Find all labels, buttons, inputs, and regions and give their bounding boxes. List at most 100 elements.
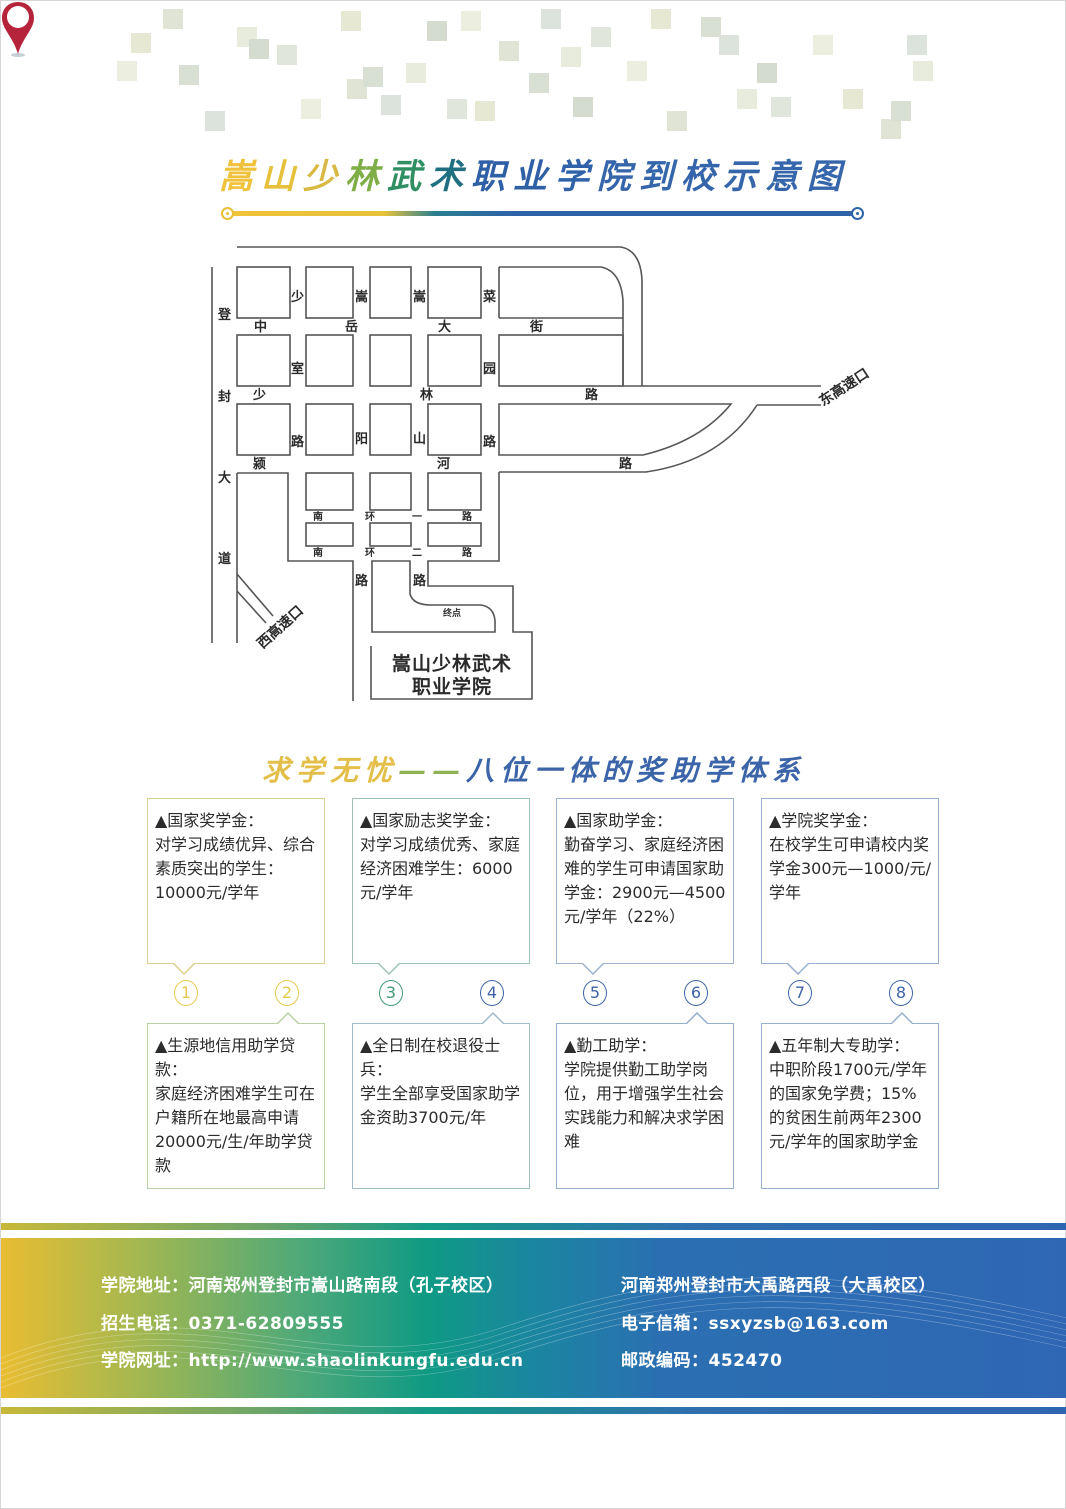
phone-row: 招生电话：0371-62809555	[101, 1309, 344, 1334]
title-char: 武	[387, 157, 429, 197]
mosaic-tile	[907, 35, 927, 55]
address-row: 学院地址：河南郑州登封市嵩山路南段（孔子校区）	[101, 1271, 504, 1296]
mosaic-tile	[913, 61, 933, 81]
title-char: 山	[261, 157, 303, 197]
website-link[interactable]: http://www.shaolinkungfu.edu.cn	[188, 1351, 524, 1371]
map-label-zhong: 中	[254, 320, 268, 335]
mosaic-tile	[771, 97, 791, 117]
aid-card-body: 对学习成绩优异、综合素质突出的学生：10000元/学年	[155, 835, 316, 902]
aid-card-body: 在校学生可申请校内奖学金300元—1000/元/学年	[769, 835, 932, 902]
mosaic-tile	[561, 47, 581, 67]
map-label-er: 二	[412, 548, 422, 559]
map-label-shi: 室	[291, 362, 305, 377]
map-label-lu2: 路	[462, 548, 472, 559]
mosaic-tile	[541, 9, 561, 29]
mosaic-tile	[529, 73, 549, 93]
title-char: 到	[639, 157, 681, 197]
mosaic-tile	[651, 9, 671, 29]
aid-card-heading: ▲国家励志奖学金：	[360, 811, 501, 830]
map-label-shaolin-shao: 少	[253, 388, 267, 403]
aid-number-badge: 2	[275, 980, 299, 1006]
mosaic-tile	[277, 45, 297, 65]
mosaic-tile	[179, 65, 199, 85]
website-label: 学院网址：	[101, 1351, 189, 1371]
aid-card-heading: ▲生源地信用助学贷款：	[155, 1036, 296, 1079]
aid-card: ▲国家奖学金： 对学习成绩优异、综合素质突出的学生：10000元/学年	[147, 798, 325, 964]
card-notch-up-icon	[686, 1012, 708, 1024]
mosaic-tile	[843, 89, 863, 109]
map-label-yinghe-lu: 路	[619, 457, 633, 472]
map-label-east-exit: 东高速口	[816, 365, 873, 410]
map-label-cai: 菜	[483, 290, 497, 305]
address-value: 河南郑州登封市嵩山路南段（孔子校区）	[188, 1276, 504, 1296]
mosaic-tile	[381, 95, 401, 115]
map-label-feng: 封	[218, 390, 232, 405]
map-label-caiyuan-lu: 路	[483, 435, 497, 450]
aid-number-badge: 8	[889, 980, 913, 1006]
mosaic-tile	[341, 11, 361, 31]
aid-card-heading: ▲学院奖学金：	[769, 811, 878, 830]
aid-card-heading: ▲国家奖学金：	[155, 811, 264, 830]
map-label-shaolin-lu: 路	[585, 388, 599, 403]
map-label-he: 河	[437, 457, 451, 472]
title-char: 林	[345, 157, 387, 197]
mosaic-tile	[591, 27, 611, 47]
mosaic-tile	[701, 17, 721, 37]
card-notch-down-icon	[787, 963, 809, 975]
card-notch-down-icon	[378, 963, 400, 975]
aid-number-badge: 4	[480, 980, 504, 1006]
aid-number-badge: 3	[379, 980, 403, 1006]
aid-number-badge: 1	[174, 980, 198, 1006]
aid-card-heading: ▲国家助学金：	[564, 811, 673, 830]
card-notch-down-icon	[173, 963, 195, 975]
map-label-nan2: 南	[313, 548, 323, 559]
title-char: 职	[471, 157, 513, 197]
aid-title-part2: 八位一体的奖助学体系	[466, 754, 807, 787]
map-label-yue: 岳	[345, 320, 359, 335]
mosaic-tile	[475, 101, 495, 121]
mosaic-tile	[406, 63, 426, 83]
contact-footer: 学院地址：河南郑州登封市嵩山路南段（孔子校区） 河南郑州登封市大禹路西段（大禹校…	[1, 1238, 1066, 1398]
map-label-da: 大	[218, 471, 232, 486]
phone-label: 招生电话：	[101, 1314, 189, 1334]
aid-number-badge: 5	[583, 980, 607, 1006]
title-char: 意	[765, 157, 807, 197]
destination-line-2: 职业学院	[411, 676, 492, 698]
mosaic-tile	[461, 11, 481, 31]
underline-end-dot-icon	[851, 207, 864, 220]
map-label-yi: 一	[412, 512, 422, 523]
card-notch-up-icon	[891, 1012, 913, 1024]
map-label-nan1: 南	[313, 512, 323, 523]
page-title: 嵩山少林武术职业学院到校示意图	[1, 149, 1066, 198]
map-label-songyang-lu: 路	[355, 574, 369, 589]
aid-card-body: 学生全部享受国家助学金资助3700元/年	[360, 1084, 521, 1127]
address-label: 学院地址：	[101, 1276, 189, 1296]
email-row: 电子信箱：ssxyzsb@163.com	[621, 1309, 889, 1334]
mosaic-tile	[737, 89, 757, 109]
map-label-huan1: 环	[365, 512, 375, 523]
aid-card: ▲学院奖学金： 在校学生可申请校内奖学金300元—1000/元/学年	[761, 798, 939, 964]
card-notch-up-icon	[482, 1012, 504, 1024]
aid-card: ▲五年制大专助学：中职阶段1700元/学年的国家免学费；15%的贫困生前两年23…	[761, 1023, 939, 1189]
mosaic-tile	[627, 61, 647, 81]
map-label-ying: 颍	[253, 457, 267, 472]
title-char: 图	[807, 157, 849, 197]
mosaic-tile	[163, 9, 183, 29]
map-label-songshan-song: 嵩	[413, 290, 427, 305]
aid-card-heading: ▲全日制在校退役士兵：	[360, 1036, 501, 1079]
aid-card-body: 学院提供勤工助学岗位，用于增强学生社会实践能力和解决求学困难	[564, 1060, 725, 1151]
aid-number-badge: 7	[788, 980, 812, 1006]
mosaic-tile	[347, 79, 367, 99]
aid-card: ▲国家励志奖学金：对学习成绩优秀、家庭经济困难学生：6000元/学年	[352, 798, 530, 964]
map-label-songshan-lu: 路	[413, 574, 427, 589]
title-char: 学	[555, 157, 597, 197]
aid-card-body: 家庭经济困难学生可在户籍所在地最高申请20000元/生/年助学贷款	[155, 1084, 316, 1175]
aid-card-heading: ▲勤工助学：	[564, 1036, 657, 1055]
email-value[interactable]: ssxyzsb@163.com	[708, 1314, 889, 1334]
aid-card: ▲生源地信用助学贷款： 家庭经济困难学生可在户籍所在地最高申请20000元/生/年…	[147, 1023, 325, 1189]
map-label-west-exit: 西高速口	[254, 602, 307, 653]
aid-card-body: 勤奋学习、家庭经济困难的学生可申请国家助学金：2900元—4500元/学年（22…	[564, 835, 726, 926]
email-label: 电子信箱：	[621, 1314, 709, 1334]
mosaic-tile	[301, 99, 321, 119]
